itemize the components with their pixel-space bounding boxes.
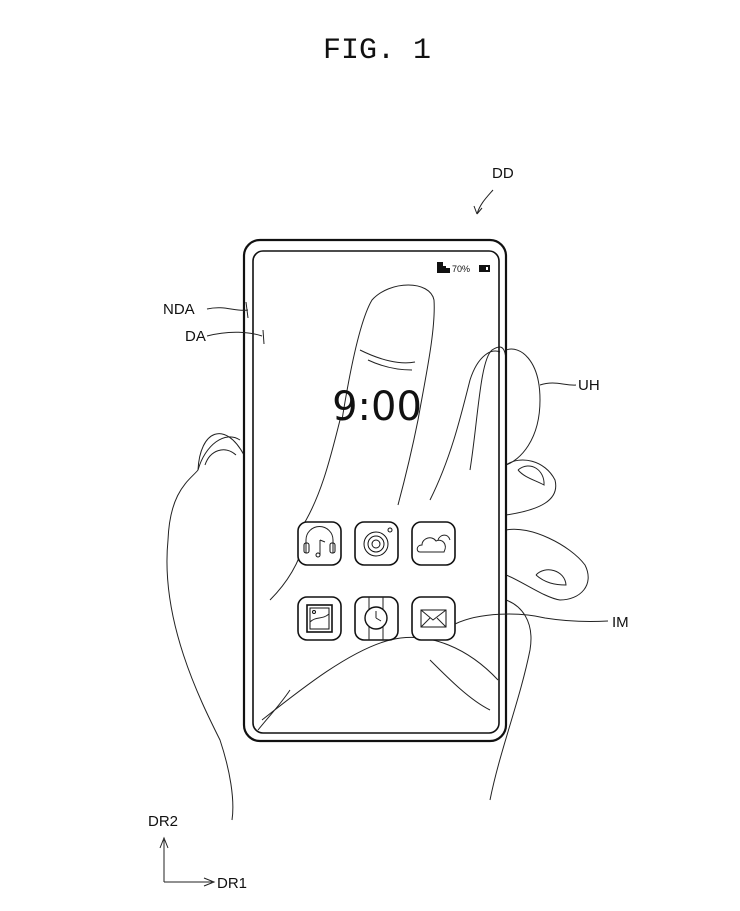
label-uh: UH [578,377,600,394]
app-icon-gallery[interactable] [297,596,342,641]
device-frame [242,238,508,743]
battery-icon [479,265,490,272]
label-dr2: DR2 [148,813,178,830]
label-da: DA [185,328,206,345]
nda-leader [206,301,249,319]
app-icon-music[interactable] [297,521,342,566]
dd-arrow [473,189,494,215]
label-nda: NDA [163,301,195,318]
app-icon-watch[interactable] [354,596,399,641]
uh-leader [539,382,577,386]
direction-axes: DR2 DR1 [148,813,247,892]
signal-icon [437,262,450,273]
da-leader [206,329,265,345]
display-device [242,238,508,743]
app-icon-weather[interactable] [411,521,456,566]
label-dr1: DR1 [217,875,247,892]
label-dd: DD [492,165,514,182]
user-hand [166,284,589,821]
figure-title: FIG. 1 [323,34,431,68]
battery-percent: 70% [452,264,470,274]
clock-time: 9:00 [332,384,422,430]
app-icon-camera[interactable] [354,521,399,566]
app-icon-mail[interactable] [411,596,456,641]
im-leader [454,613,609,625]
display-area [252,250,500,734]
label-im: IM [612,614,629,631]
